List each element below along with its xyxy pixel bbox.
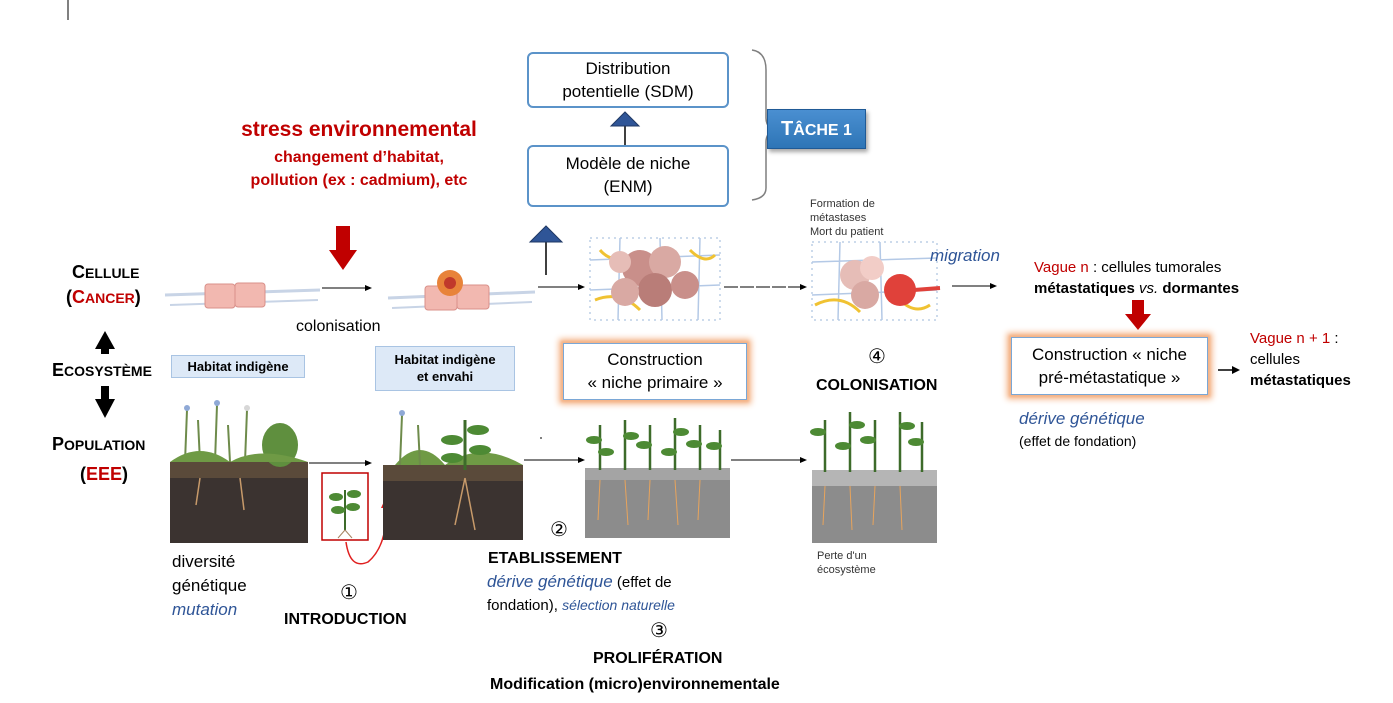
sdm-line1: Distribution	[585, 59, 671, 78]
niche-primaire-box: Construction « niche primaire »	[563, 343, 747, 400]
niche-pre-metastatique-box: Construction « niche pré-métastatique »	[1011, 337, 1208, 395]
stress-arrow-icon	[329, 250, 357, 270]
cell-illustration-2	[387, 270, 536, 311]
soil-illustration-4	[810, 412, 937, 543]
tumor-illustration	[589, 237, 721, 321]
introduction-text: INTRODUCTION	[284, 611, 407, 628]
step-3: ③	[650, 620, 668, 642]
enm-line2: (ENM)	[603, 177, 653, 196]
cancer-label: (CANCER)	[66, 287, 141, 307]
proliferation-text: PROLIFÉRATION	[593, 650, 723, 667]
up-triangle-icon-2	[528, 225, 564, 243]
cell-illustration-1	[164, 282, 321, 309]
stress-line2: pollution (ex : cadmium), etc	[250, 172, 468, 189]
derive-text-2: dérive génétique (effet de fondation)	[1019, 409, 1145, 449]
modification-text: Modification (micro)environnementale	[490, 676, 780, 693]
up-triangle-icon	[609, 111, 641, 127]
habitat-indigene-label: Habitat indigène	[171, 355, 305, 378]
soil-illustration-3	[585, 418, 730, 538]
etablissement-text: ETABLISSEMENT	[488, 550, 622, 567]
colonisation-big: COLONISATION	[816, 377, 938, 394]
vague-n-text: Vague n : cellules tumorales métastatiqu…	[1034, 259, 1240, 297]
eee-label: (EEE)	[80, 464, 129, 484]
tache-rest: ÂCHE 1	[793, 122, 852, 139]
soil-illustration-1	[170, 400, 308, 543]
seedling-box	[321, 472, 369, 541]
vague-n1-text: Vague n + 1 : cellules métastatiques	[1250, 330, 1351, 389]
ecosysteme-label: ECOSYSTÈME	[52, 360, 152, 380]
perte-text: Perte d'un écosystème	[817, 550, 876, 576]
cellule-label: CELLULE	[72, 262, 140, 282]
sdm-box: Distribution potentielle (SDM)	[527, 52, 729, 108]
diversite-text: diversité génétique mutation	[172, 552, 247, 619]
step-2: ②	[550, 519, 568, 541]
vague-arrow-icon	[1125, 314, 1151, 330]
enm-line1: Modèle de niche	[565, 154, 691, 173]
step-4: ④	[868, 346, 886, 368]
stress-title: stress environnemental	[241, 118, 477, 141]
soil-illustration-2	[383, 410, 523, 540]
tache-first: T	[781, 118, 794, 140]
habitat-envahi-label: Habitat indigène et envahi	[375, 346, 515, 391]
formation-text: Formation de métastases Mort du patient	[810, 198, 884, 238]
step-1: ①	[340, 582, 358, 604]
migration-text: migration	[930, 246, 1000, 265]
stress-line1: changement d’habitat,	[274, 149, 444, 166]
colonisation-small: colonisation	[296, 318, 381, 335]
etablissement-details: dérive génétique (effet de fondation), s…	[487, 572, 675, 614]
metastasis-illustration	[811, 241, 941, 321]
tache-badge: TÂCHE 1	[767, 109, 866, 149]
sdm-line2: potentielle (SDM)	[562, 82, 694, 101]
enm-box: Modèle de niche (ENM)	[527, 145, 729, 207]
population-label: POPULATION	[52, 434, 146, 454]
